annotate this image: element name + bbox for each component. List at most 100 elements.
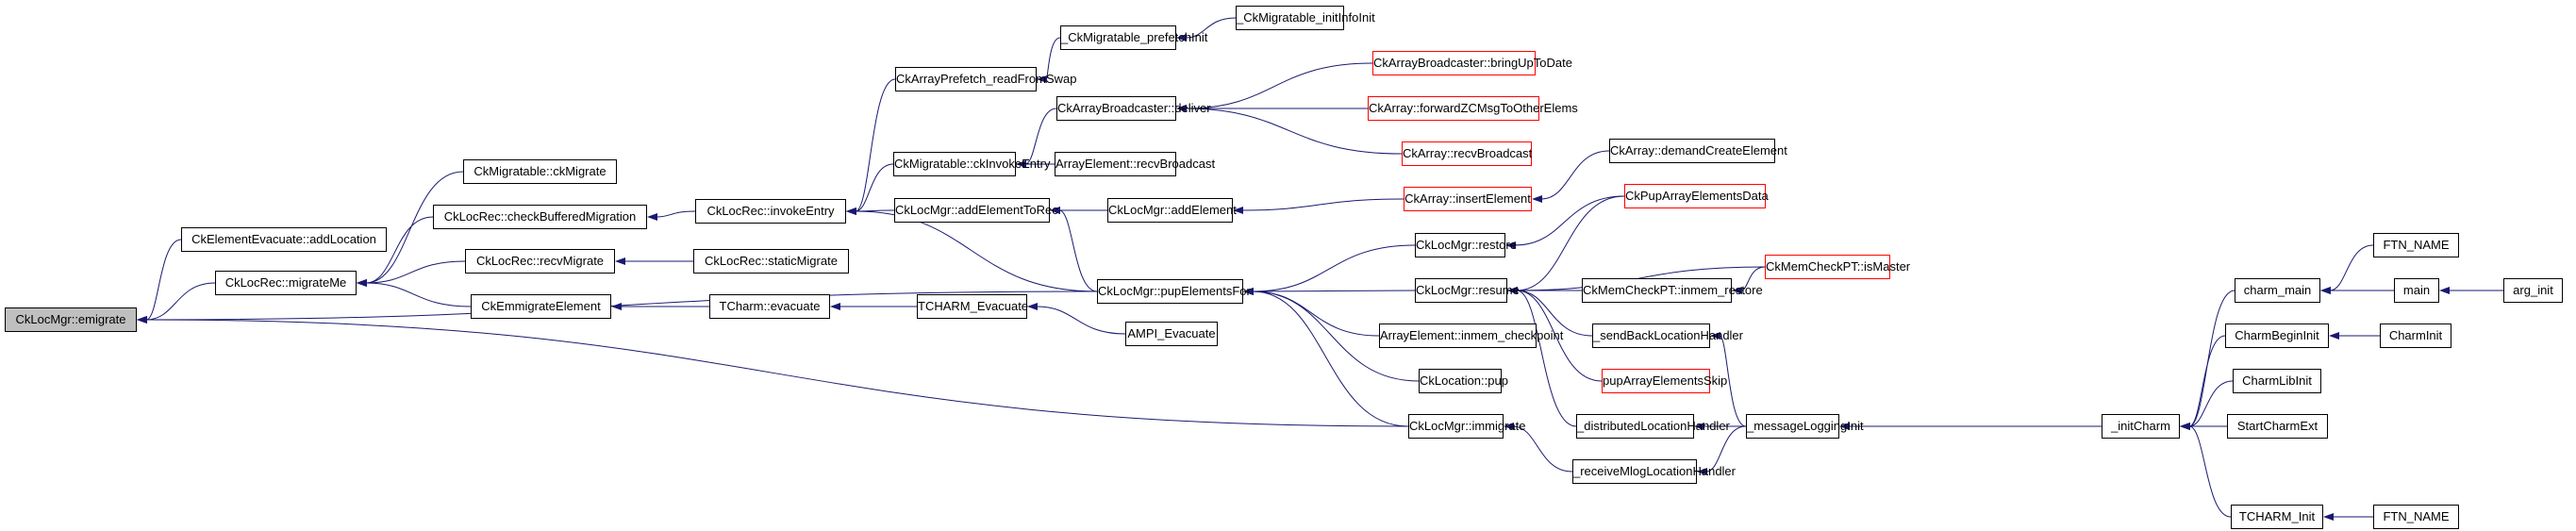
function-node-checkBuffered[interactable]: CkLocRec::checkBufferedMigration — [433, 205, 647, 229]
arrowhead-icon — [1016, 160, 1026, 168]
arrowhead-icon — [1176, 105, 1187, 112]
arrowhead-icon — [1532, 195, 1542, 203]
arrowhead-icon — [830, 303, 840, 310]
call-edge-recvMigrate-to-migrateMe — [365, 260, 466, 284]
call-edge-ckMigrate-to-migrateMe — [365, 171, 464, 284]
arrowhead-icon — [1504, 423, 1514, 430]
arrowhead-icon — [2320, 287, 2331, 294]
function-node-charmLibInit[interactable]: CharmLibInit — [2233, 369, 2321, 393]
function-node-tcharmInit[interactable]: TCHARM_Init — [2231, 505, 2323, 529]
function-node-AMPI_Evacuate[interactable]: AMPI_Evacuate — [1125, 322, 1218, 346]
function-node-prefetchInit[interactable]: _CkMigratable_prefetchInit — [1060, 25, 1207, 50]
function-node-resume[interactable]: CkLocMgr::resume — [1415, 278, 1520, 303]
call-edge-pupArrayData-to-restore — [1514, 195, 1625, 246]
function-node-addElementToRec[interactable]: CkLocMgr::addElementToRec — [894, 198, 1058, 223]
call-edge-receiveMlog-to-immigrate — [1512, 425, 1573, 473]
function-node-charmInit[interactable]: CharmInit — [2380, 324, 2451, 348]
call-edge-ckInvokeEntry-to-invokeEntry — [855, 163, 894, 212]
function-node-ckMigrate[interactable]: CkMigratable::ckMigrate — [463, 159, 617, 184]
function-node-demandCreate[interactable]: CkArray::demandCreateElement — [1609, 139, 1787, 163]
current-function-node: CkLocMgr::emigrate — [5, 307, 137, 332]
call-edge-msgLogInit-to-sendBack — [1719, 335, 1747, 427]
arrowhead-icon — [1839, 423, 1850, 430]
arrowhead-icon — [1243, 288, 1254, 295]
function-node-isMaster[interactable]: CkMemCheckPT::isMaster — [1765, 255, 1910, 279]
function-node-inmemCheckpoint[interactable]: ArrayElement::inmem_checkpoint — [1379, 324, 1563, 348]
arrowhead-icon — [1697, 468, 1707, 475]
function-node-staticMigrate[interactable]: CkLocRec::staticMigrate — [693, 249, 849, 274]
function-node-migrateMe[interactable]: CkLocRec::migrateMe — [215, 271, 357, 295]
call-edge-ftnName1-to-charmMain — [2329, 244, 2374, 291]
call-edge-charmMain-to-initCharm — [2188, 290, 2235, 427]
function-node-ftnName2[interactable]: FTN_NAME — [2373, 505, 2459, 529]
call-edge-emmigrateElement-to-migrateMe — [365, 282, 472, 307]
function-node-emmigrateElement[interactable]: CkEmmigrateElement — [471, 294, 611, 319]
call-edge-AMPI_Evacuate-to-TCHARM_Evacuate — [1036, 306, 1126, 335]
function-node-initCharm[interactable]: _initCharm — [2102, 414, 2180, 439]
function-node-forwardZC[interactable]: CkArray::forwardZCMsgToOtherElems — [1368, 96, 1578, 121]
function-node-tcharmEvacuate[interactable]: TCharm::evacuate — [709, 294, 830, 319]
function-node-startCharmExt[interactable]: StartCharmExt — [2227, 414, 2328, 439]
function-node-distributed[interactable]: _distributedLocationHandler — [1576, 414, 1730, 439]
call-edge-distributed-to-resume — [1516, 290, 1577, 427]
call-edge-demandCreate-to-insertElement — [1540, 150, 1610, 200]
function-node-initInfoInit[interactable]: _CkMigratable_initInfoInit — [1236, 6, 1375, 30]
call-edge-invokeEntry-to-checkBuffered — [656, 210, 696, 218]
call-edge-bringUpToDate-to-deliver — [1185, 62, 1373, 109]
call-edge-charmBeginInit-to-initCharm — [2188, 335, 2226, 427]
arrowhead-icon — [1037, 75, 1047, 83]
function-node-recvMigrate[interactable]: CkLocRec::recvMigrate — [465, 249, 615, 274]
call-edge-msgLogInit-to-receiveMlog — [1705, 425, 1747, 473]
arrowhead-icon — [611, 303, 622, 310]
arrowhead-icon — [2439, 287, 2450, 294]
function-node-bringUpToDate[interactable]: CkArrayBroadcaster::bringUpToDate — [1372, 51, 1572, 75]
call-edge-tcharmInit-to-initCharm — [2188, 425, 2232, 518]
function-node-pupElementsFor[interactable]: CkLocMgr::pupElementsFor — [1097, 279, 1251, 304]
function-node-caRecvBroadcast[interactable]: CkArray::recvBroadcast — [1402, 141, 1532, 166]
function-node-argInit[interactable]: arg_init — [2503, 278, 2563, 303]
arrowhead-icon — [615, 257, 625, 265]
arrowhead-icon — [1507, 287, 1518, 294]
function-node-receiveMlog[interactable]: _receiveMlogLocationHandler — [1572, 459, 1736, 484]
function-node-restore[interactable]: CkLocMgr::restore — [1415, 233, 1517, 257]
function-node-immigrate[interactable]: CkLocMgr::immigrate — [1408, 414, 1526, 439]
function-node-pupSkip[interactable]: pupArrayElementsSkip — [1602, 369, 1727, 393]
function-node-msgLogInit[interactable]: _messageLoggingInit — [1746, 414, 1864, 439]
function-node-readFromSwap[interactable]: CkArrayPrefetch_readFromSwap — [895, 67, 1076, 91]
call-edge-immigrate-to-pupElementsFor — [1252, 290, 1409, 427]
call-edge-isMaster-to-inmemRestore — [1740, 266, 1766, 291]
function-node-aeRecvBroadcast[interactable]: ArrayElement::recvBroadcast — [1055, 152, 1215, 176]
function-node-insertElement[interactable]: CkArray::insertElement — [1404, 187, 1532, 211]
call-edge-charmLibInit-to-initCharm — [2188, 380, 2234, 427]
call-edge-inmemCheckpoint-to-pupElementsFor — [1252, 290, 1380, 337]
arrowhead-icon — [1505, 241, 1516, 249]
function-node-main[interactable]: main — [2394, 278, 2439, 303]
arrowhead-icon — [1176, 34, 1187, 41]
function-node-inmemRestore[interactable]: CkMemCheckPT::inmem_restore — [1582, 278, 1763, 303]
arrowhead-icon — [1027, 303, 1038, 310]
arrowhead-icon — [647, 213, 657, 221]
function-node-TCHARM_Evacuate[interactable]: TCHARM_Evacuate — [917, 294, 1028, 319]
call-edge-insertElement-to-addElement — [1241, 198, 1404, 211]
function-node-charmBeginInit[interactable]: CharmBeginInit — [2225, 324, 2329, 348]
arrowhead-icon — [846, 207, 856, 215]
call-edge-immigrate-to-emigrate — [145, 319, 1409, 427]
call-edge-pupElementsFor-to-invokeEntry — [855, 210, 1098, 292]
call-edge-caRecvBroadcast-to-deliver — [1185, 108, 1403, 155]
arrowhead-icon — [2323, 513, 2334, 521]
function-node-charmMain[interactable]: charm_main — [2235, 278, 2320, 303]
function-node-ftnName1[interactable]: FTN_NAME — [2373, 233, 2459, 257]
function-node-addElement[interactable]: CkLocMgr::addElement — [1107, 198, 1237, 223]
function-node-ckInvokeEntry[interactable]: CkMigratable::ckInvokeEntry — [893, 152, 1050, 176]
arrowhead-icon — [1694, 423, 1704, 430]
function-node-invokeEntry[interactable]: CkLocRec::invokeEntry — [695, 199, 846, 224]
function-node-sendBack[interactable]: _sendBackLocationHandler — [1592, 324, 1743, 348]
arrowhead-icon — [1732, 287, 1742, 294]
function-node-pupArrayData[interactable]: CkPupArrayElementsData — [1624, 184, 1769, 208]
function-node-addLocation[interactable]: CkElementEvacuate::addLocation — [181, 227, 387, 252]
call-edge-pupSkip-to-resume — [1516, 290, 1603, 382]
arrowhead-icon — [1050, 207, 1060, 214]
function-node-locationPup[interactable]: CkLocation::pup — [1419, 369, 1508, 393]
function-node-deliver[interactable]: CkArrayBroadcaster::deliver — [1056, 96, 1211, 121]
call-edge-initInfoInit-to-prefetchInit — [1185, 17, 1237, 39]
